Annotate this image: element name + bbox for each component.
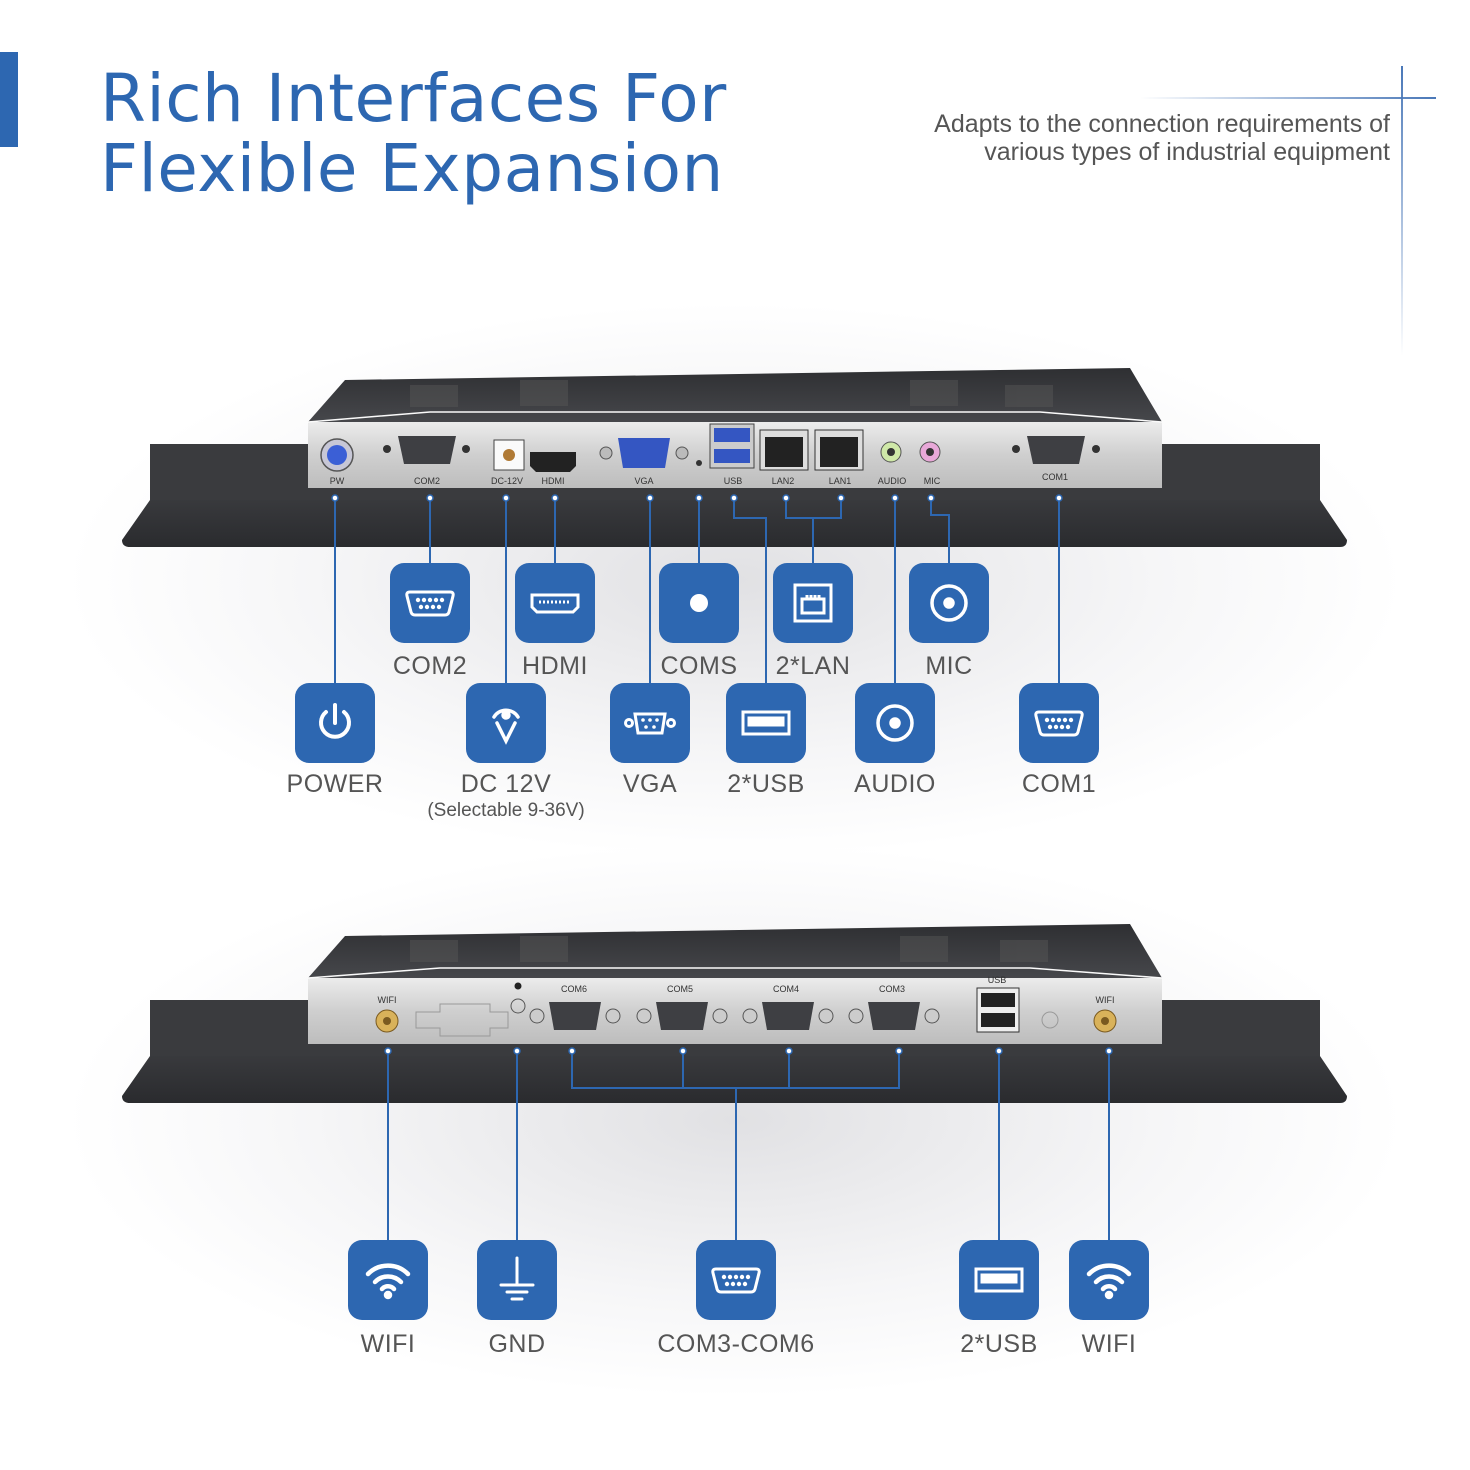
label-vga: VGA <box>622 770 678 798</box>
decorative-horizontal-line <box>1140 97 1436 99</box>
label-power: POWER <box>286 770 384 798</box>
label-lan: 2*LAN <box>775 652 851 680</box>
label-usb-bottom: 2*USB <box>960 1330 1038 1358</box>
blank-hole <box>1041 1011 1059 1029</box>
serial-port-icon <box>696 1240 776 1320</box>
decorative-vertical-line <box>1401 66 1403 356</box>
com2-port <box>383 436 470 464</box>
coms-button[interactable] <box>696 460 702 466</box>
title-line-1: Rich Interfaces For <box>100 60 727 137</box>
label-dc12v-range: (Selectable 9-36V) <box>427 800 585 821</box>
bottom-plate-edge <box>307 967 1163 979</box>
label-coms: COMS <box>660 652 738 680</box>
port-label-lan1: LAN1 <box>829 476 852 486</box>
bottom-leader-dots <box>384 1047 1113 1055</box>
audio-jack-icon <box>855 683 935 763</box>
top-plate-edge <box>307 411 1163 423</box>
port-label-vga: VGA <box>634 476 653 486</box>
label-usb: 2*USB <box>727 770 805 798</box>
com4-port <box>742 1002 834 1030</box>
bottom-leader-lines <box>387 1051 1110 1240</box>
port-label-wifi-right: WIFI <box>1096 995 1115 1005</box>
port-label-dc12v: DC-12V <box>491 476 523 486</box>
serial-port-icon <box>390 563 470 643</box>
mic-jack-icon <box>909 563 989 643</box>
ethernet-icon <box>773 563 853 643</box>
com6-port <box>529 1002 621 1030</box>
bottom-port-plate <box>308 978 1162 1044</box>
port-label-com6: COM6 <box>561 984 587 994</box>
subtitle-line-2: various types of industrial equipment <box>984 138 1390 166</box>
port-label-lan2: LAN2 <box>772 476 795 486</box>
label-wifi-left: WIFI <box>360 1330 416 1358</box>
top-device: PW COM2 DC-12V HDMI VGA USB LAN2 LAN1 AU… <box>122 368 1347 547</box>
port-label-com5: COM5 <box>667 984 693 994</box>
page-title: Rich Interfaces For Flexible Expansion <box>100 64 727 204</box>
hdmi-icon <box>515 563 595 643</box>
port-label-wifi-left: WIFI <box>378 995 397 1005</box>
label-mic: MIC <box>925 652 973 680</box>
page-subtitle: Adapts to the connection requirements of… <box>934 110 1390 166</box>
subtitle-line-1: Adapts to the connection requirements of <box>934 110 1390 138</box>
com3-port <box>848 1002 940 1030</box>
label-gnd: GND <box>488 1330 546 1358</box>
blank-cover <box>415 1003 509 1037</box>
port-label-usb-bottom: USB <box>988 975 1007 985</box>
label-hdmi: HDMI <box>522 652 588 680</box>
button-dot-icon <box>659 563 739 643</box>
hdmi-port <box>530 452 576 472</box>
com1-port <box>1012 436 1100 464</box>
port-label-com1: COM1 <box>1042 472 1068 482</box>
port-label-audio: AUDIO <box>878 476 907 486</box>
port-label-hdmi: HDMI <box>542 476 565 486</box>
usb-icon <box>959 1240 1039 1320</box>
vga-port <box>599 438 689 468</box>
gnd-terminal <box>510 998 526 1014</box>
label-audio: AUDIO <box>854 770 936 798</box>
bottom-usb-ports <box>976 987 1020 1033</box>
label-com2: COM2 <box>392 652 468 680</box>
wifi-icon <box>1069 1240 1149 1320</box>
port-label-com2: COM2 <box>414 476 440 486</box>
lan2-port <box>759 429 809 471</box>
dc-jack-pin <box>503 449 515 461</box>
port-label-com3: COM3 <box>879 984 905 994</box>
usb-ports <box>709 423 755 469</box>
port-label-com4: COM4 <box>773 984 799 994</box>
top-leader-dots <box>331 494 1063 502</box>
power-icon <box>295 683 375 763</box>
com5-port <box>636 1002 728 1030</box>
label-com1: COM1 <box>1021 770 1097 798</box>
port-label-usb: USB <box>724 476 743 486</box>
usb-icon <box>726 683 806 763</box>
label-com3-com6: COM3-COM6 <box>657 1330 815 1358</box>
accent-bar <box>0 52 18 147</box>
label-dc12v: DC 12V <box>460 770 552 798</box>
dc-power-icon <box>466 683 546 763</box>
title-line-2: Flexible Expansion <box>100 130 724 207</box>
label-wifi-right: WIFI <box>1081 1330 1137 1358</box>
lan1-port <box>814 429 864 471</box>
top-leader-lines <box>334 498 1060 683</box>
serial-port-icon <box>1019 683 1099 763</box>
port-label-pw: PW <box>330 476 345 486</box>
gnd-screw-top <box>514 982 522 990</box>
wifi-icon <box>348 1240 428 1320</box>
port-label-mic: MIC <box>924 476 941 486</box>
bottom-device: WIFI COM6 COM5 COM4 COM3 USB WIFI <box>122 924 1347 1103</box>
ground-icon <box>477 1240 557 1320</box>
power-button-led <box>327 445 347 465</box>
vga-icon <box>610 683 690 763</box>
